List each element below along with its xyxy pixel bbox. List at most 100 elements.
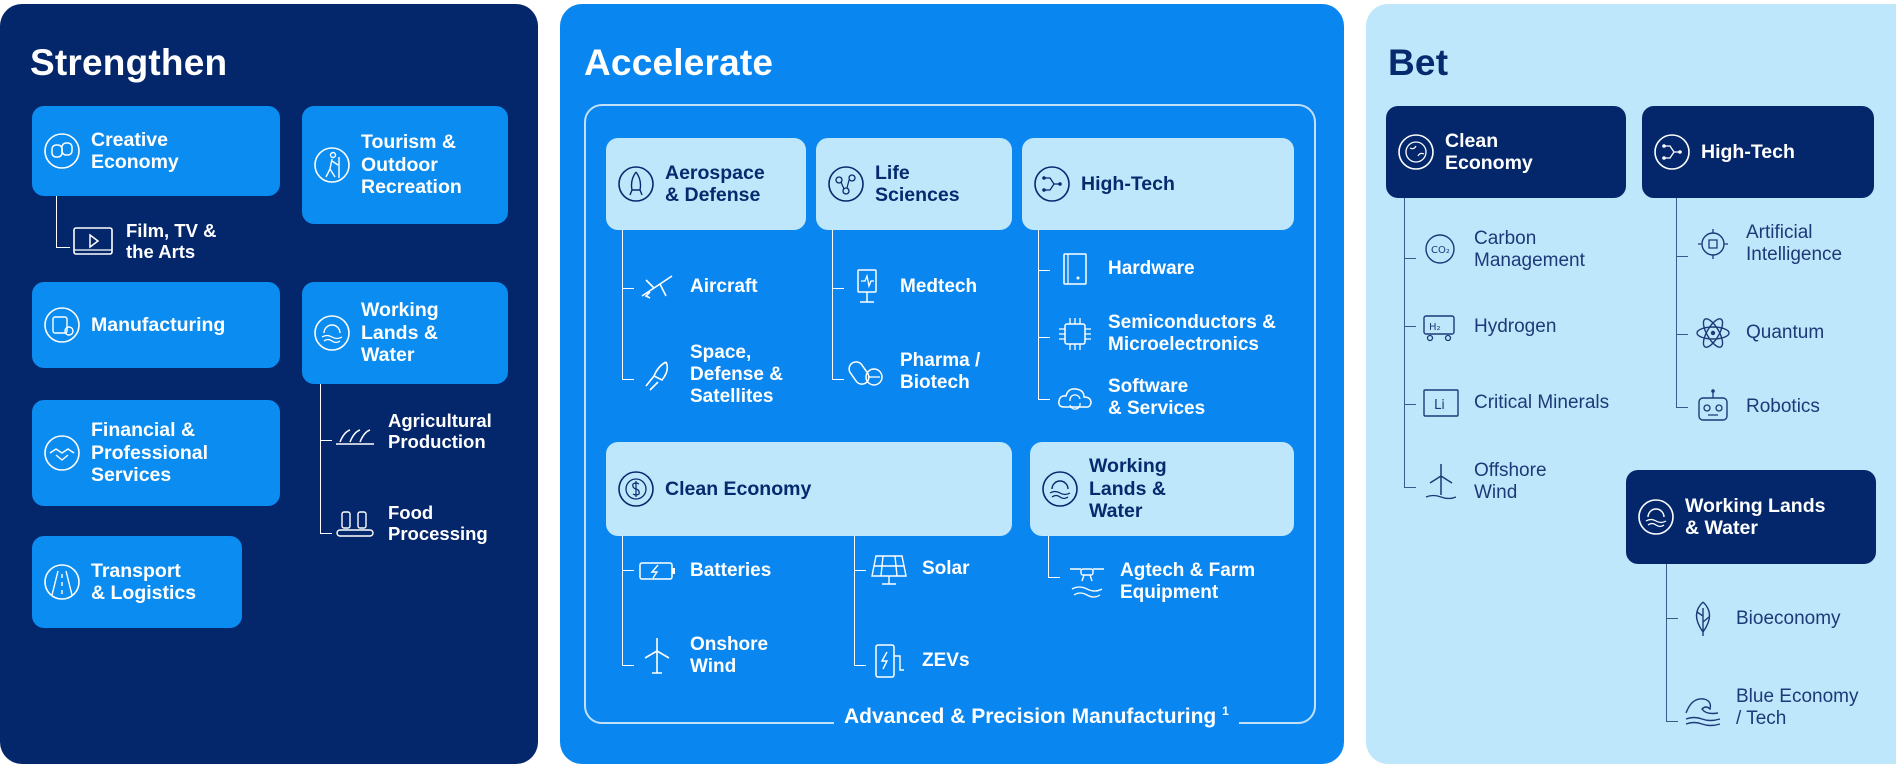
robotics-item[interactable]: Robotics: [1692, 386, 1820, 428]
hydrogen-label: Hydrogen: [1474, 316, 1557, 338]
film-player-icon: [73, 227, 113, 256]
bet-clean-economy-box[interactable]: Clean Economy: [1386, 106, 1626, 198]
software-item[interactable]: Software & Services: [1054, 376, 1205, 420]
semiconductors-item[interactable]: Semiconductors & Microelectronics: [1054, 312, 1276, 356]
hardware-item[interactable]: Hardware: [1054, 248, 1195, 290]
wave-icon: [1685, 697, 1721, 727]
bet-clean-economy-label: Clean Economy: [1445, 129, 1533, 174]
offshore-wind-label: Offshore Wind: [1474, 460, 1547, 503]
onshore-wind-label: Onshore Wind: [690, 634, 769, 677]
space-item[interactable]: Space, Defense & Satellites: [636, 342, 783, 408]
aircraft-label: Aircraft: [690, 276, 758, 298]
accelerate-title: Accelerate: [584, 42, 774, 83]
bioeconomy-item[interactable]: Bioeconomy: [1682, 598, 1841, 640]
aerospace-label: Aerospace & Defense: [665, 161, 765, 206]
quantum-item[interactable]: Quantum: [1692, 312, 1824, 354]
financial-box[interactable]: Financial & Professional Services: [32, 400, 280, 506]
svg-text:CO₂: CO₂: [1431, 245, 1450, 256]
creative-economy-box[interactable]: Creative Economy: [32, 106, 280, 196]
bet-title: Bet: [1388, 42, 1449, 83]
life-sciences-box[interactable]: Life Sciences: [816, 138, 1012, 230]
leaf-icon: [1695, 601, 1711, 636]
bet-working-lands-box[interactable]: Working Lands & Water: [1626, 470, 1876, 564]
film-tv-arts-item[interactable]: Film, TV & the Arts: [72, 220, 216, 263]
solar-label: Solar: [922, 558, 970, 580]
lithium-element-icon: Li: [1423, 389, 1459, 417]
molecule-icon: [828, 166, 864, 202]
blue-economy-label: Blue Economy / Tech: [1736, 686, 1859, 729]
zevs-label: ZEVs: [922, 650, 970, 672]
hightech-label: High-Tech: [1081, 172, 1175, 195]
food-processing-item[interactable]: Food Processing: [334, 502, 488, 545]
ai-item[interactable]: Artificial Intelligence: [1692, 222, 1842, 266]
tourism-label: Tourism & Outdoor Recreation: [361, 131, 462, 199]
offshore-wind-item[interactable]: Offshore Wind: [1420, 460, 1547, 504]
critical-minerals-item[interactable]: Li Critical Minerals: [1420, 382, 1609, 424]
manufacturing-footer: Advanced & Precision Manufacturing 1: [834, 704, 1239, 729]
medtech-item[interactable]: Medtech: [846, 266, 977, 308]
blue-economy-item[interactable]: Blue Economy / Tech: [1682, 686, 1859, 730]
hightech-box[interactable]: High-Tech: [1022, 138, 1294, 230]
quantum-label: Quantum: [1746, 322, 1825, 344]
aircraft-item[interactable]: Aircraft: [636, 266, 758, 308]
footer-label: Advanced & Precision Manufacturing: [844, 705, 1217, 728]
hydrogen-item[interactable]: H₂ Hydrogen: [1420, 306, 1556, 348]
financial-label: Financial & Professional Services: [91, 419, 209, 487]
agricultural-production-item[interactable]: Agricultural Production: [334, 410, 492, 453]
batteries-item[interactable]: Batteries: [636, 550, 771, 592]
onshore-wind-item[interactable]: Onshore Wind: [636, 634, 768, 678]
medical-monitor-icon: [857, 269, 877, 303]
sun-water-icon: [1042, 471, 1078, 507]
brain-chip-icon: [1698, 228, 1728, 259]
sprouts-icon: [336, 429, 374, 446]
handshake-icon: [44, 435, 80, 471]
launch-rocket-icon: [645, 361, 669, 391]
rocket-icon: [618, 166, 654, 202]
solar-item[interactable]: Solar: [868, 548, 970, 590]
zevs-item[interactable]: ZEVs: [868, 640, 970, 682]
semiconductors-label: Semiconductors & Microelectronics: [1108, 312, 1276, 355]
hardware-label: Hardware: [1108, 258, 1195, 280]
bet-hightech-label: High-Tech: [1701, 140, 1795, 163]
hydrogen-tank-icon: H₂: [1423, 315, 1455, 342]
ev-charger-icon: [875, 644, 904, 678]
food-processing-label: Food Processing: [388, 502, 488, 545]
transport-box[interactable]: Transport & Logistics: [32, 536, 242, 628]
clean-economy-label: Clean Economy: [665, 477, 812, 500]
space-label: Space, Defense & Satellites: [690, 342, 783, 407]
creative-economy-label: Creative Economy: [91, 128, 179, 173]
bet-working-lands-label: Working Lands & Water: [1685, 494, 1826, 539]
pharma-item[interactable]: Pharma / Biotech: [846, 350, 980, 394]
road-icon: [44, 564, 80, 600]
carbon-management-item[interactable]: CO₂ Carbon Management: [1420, 228, 1585, 272]
aerospace-box[interactable]: Aerospace & Defense: [606, 138, 806, 230]
hiker-icon: [314, 147, 350, 183]
globe-leaf-icon: [1398, 134, 1434, 170]
svg-text:Li: Li: [1434, 398, 1445, 413]
working-lands-water-label: Working Lands & Water: [361, 299, 439, 367]
manufacturing-box[interactable]: Manufacturing: [32, 282, 280, 368]
critical-minerals-label: Critical Minerals: [1474, 392, 1610, 414]
chip-icon: [1059, 317, 1091, 350]
sun-water-icon: [314, 315, 350, 351]
footnote-marker: 1: [1222, 704, 1229, 718]
software-label: Software & Services: [1108, 376, 1206, 419]
battery-icon: [639, 562, 675, 580]
circuit-icon: [1034, 166, 1070, 202]
accel-working-lands-label: Working Lands & Water: [1089, 455, 1167, 523]
agtech-item[interactable]: Agtech & Farm Equipment: [1066, 560, 1255, 604]
working-lands-water-box[interactable]: Working Lands & Water: [302, 282, 508, 384]
accel-working-lands-box[interactable]: Working Lands & Water: [1030, 442, 1294, 536]
agricultural-production-label: Agricultural Production: [388, 410, 492, 453]
transport-label: Transport & Logistics: [91, 559, 197, 604]
drone-field-icon: [1070, 568, 1104, 598]
batteries-label: Batteries: [690, 560, 772, 582]
tourism-box[interactable]: Tourism & Outdoor Recreation: [302, 106, 508, 224]
bioeconomy-label: Bioeconomy: [1736, 608, 1841, 630]
solar-panel-icon: [871, 555, 907, 585]
airplane-icon: [641, 275, 673, 299]
bet-hightech-box[interactable]: High-Tech: [1642, 106, 1874, 198]
sun-water-icon: [1638, 499, 1674, 535]
ai-label: Artificial Intelligence: [1746, 222, 1843, 265]
clean-economy-box[interactable]: Clean Economy: [606, 442, 1012, 536]
